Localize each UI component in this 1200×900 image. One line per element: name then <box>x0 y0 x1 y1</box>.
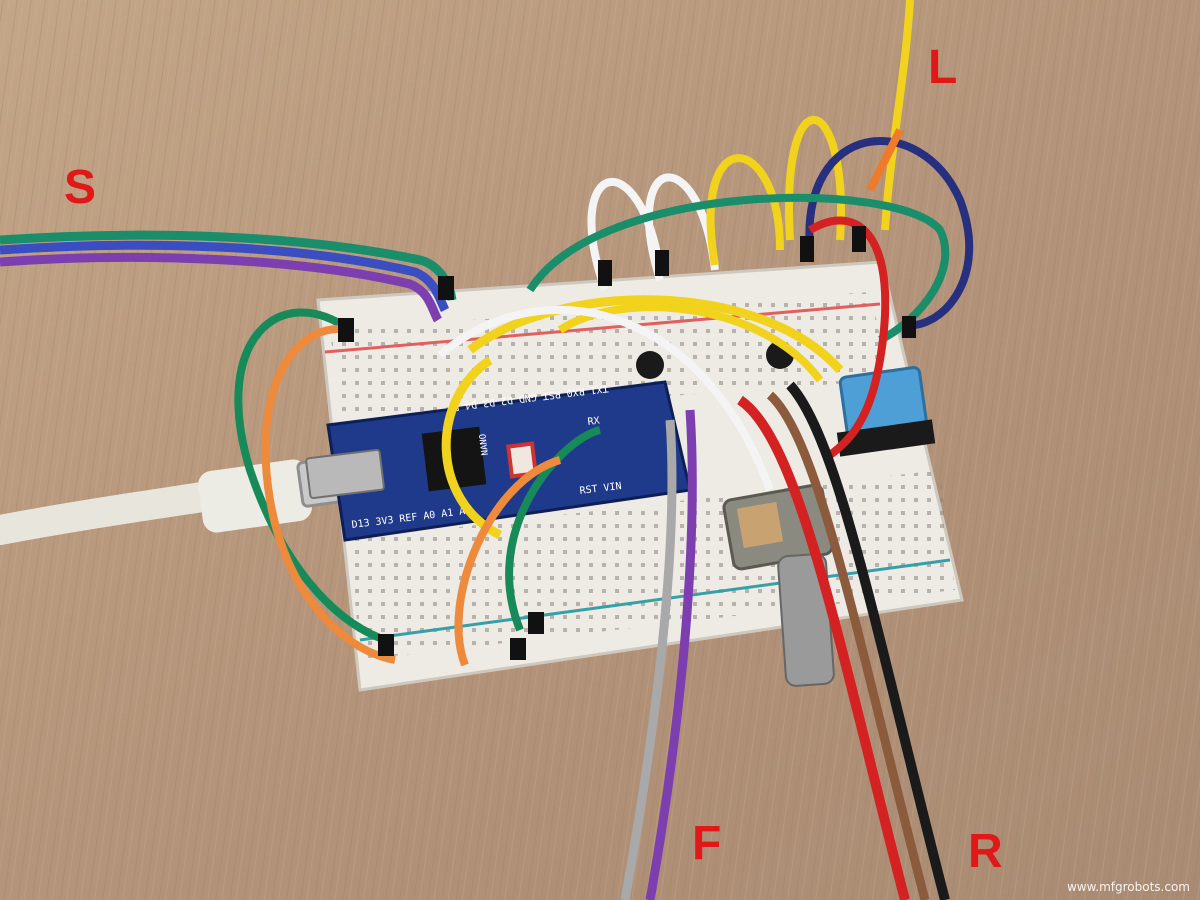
wire-r-brown <box>766 391 930 900</box>
pin-header-1 <box>438 276 454 300</box>
pin-header-8 <box>800 236 814 262</box>
label-f: F <box>692 817 722 870</box>
label-l: L <box>928 41 958 94</box>
pin-header-3 <box>378 634 394 656</box>
push-button-base <box>836 419 936 457</box>
silkscreen-right: RST VIN <box>579 481 622 497</box>
wire-red-top <box>807 216 890 459</box>
pin-header-9 <box>852 226 866 252</box>
pin-header-2 <box>338 318 354 342</box>
label-r: R <box>968 825 1003 878</box>
wire-r-red <box>737 395 910 900</box>
wire-navy-loop <box>805 136 974 330</box>
wire-s-blue <box>0 240 450 313</box>
nano-usb-port <box>305 448 385 500</box>
nano-reset-button <box>506 441 538 479</box>
component-1 <box>636 351 664 379</box>
wire-loop-green-left <box>234 308 387 644</box>
wire-yellow-1 <box>441 356 503 540</box>
pin-header-5 <box>528 612 544 634</box>
wire-orange-mid <box>454 456 562 667</box>
wire-yellow-2 <box>467 295 844 373</box>
wire-yellow-3 <box>557 303 824 383</box>
usb-cable <box>0 480 230 545</box>
pin-header-10 <box>902 316 916 338</box>
pin-header-6 <box>598 260 612 286</box>
silkscreen-chip: NANO <box>478 433 491 456</box>
usb-connector-body <box>198 459 312 533</box>
watermark: www.mfgrobots.com <box>1066 880 1190 894</box>
wire-f-grey <box>620 419 677 900</box>
wire-r-black <box>786 381 950 900</box>
nano-chip <box>421 426 487 492</box>
wire-f-purple <box>645 409 697 900</box>
wire-yellow-loop-2 <box>785 116 845 241</box>
potentiometer-resistor-sticker <box>736 501 784 549</box>
pin-header-4 <box>510 638 526 660</box>
wire-yellow-loop-1 <box>706 154 784 266</box>
wire-green-loop <box>526 193 950 344</box>
wire-white-2 <box>644 173 719 282</box>
label-s: S <box>64 161 97 214</box>
wire-s-purple <box>0 252 442 323</box>
wire-green-mid <box>505 426 602 632</box>
pin-header-7 <box>655 250 669 276</box>
wire-loop-orange-left <box>261 324 396 664</box>
wire-yellow-l <box>881 0 914 231</box>
wire-s-green <box>0 230 457 301</box>
wire-white-3 <box>437 305 774 492</box>
silkscreen-side: RX <box>587 416 600 428</box>
wire-orange-top <box>866 128 904 192</box>
breadboard-rail-red <box>324 302 881 354</box>
